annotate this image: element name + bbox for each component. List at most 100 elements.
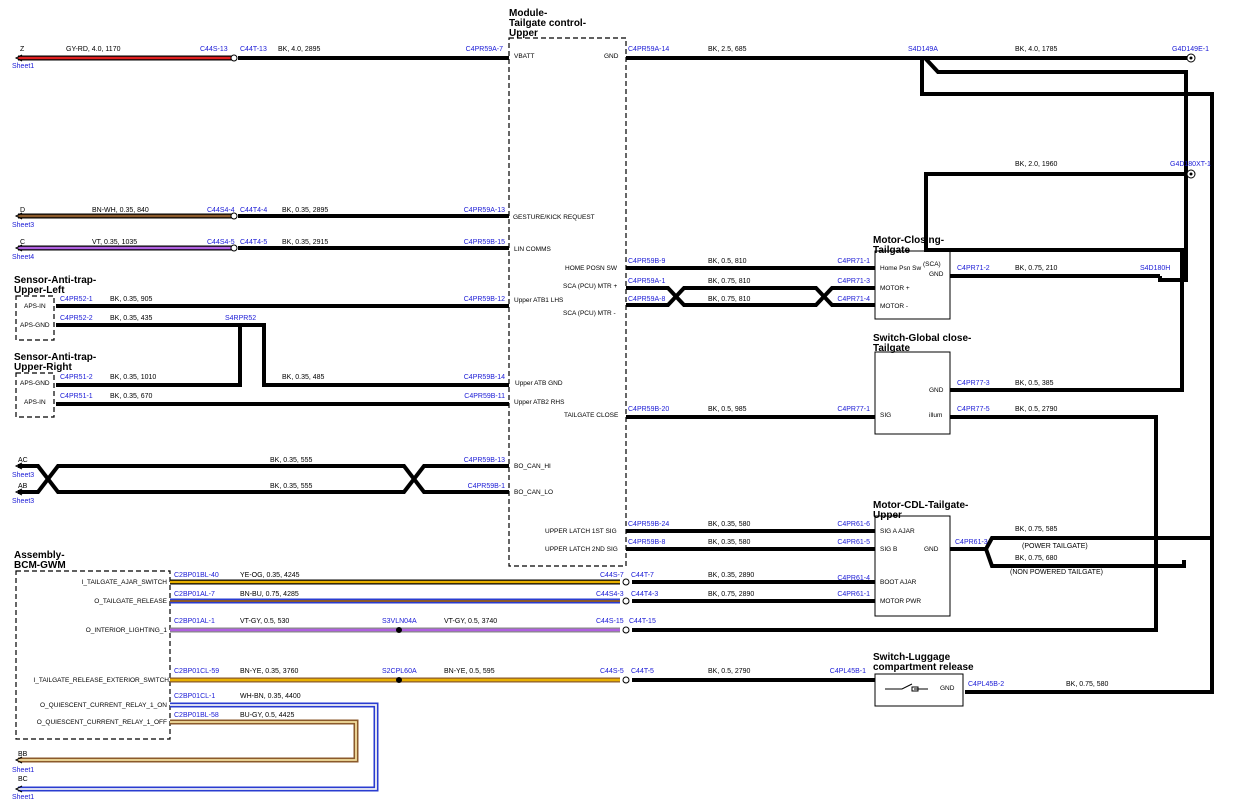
connector-label[interactable]: C4PR59A-7 [466, 46, 503, 53]
wire-label: BK, 0.35, 555 [270, 483, 313, 490]
wire-can-hi [18, 464, 509, 494]
offsheet-arrow-d-icon [14, 212, 23, 220]
connector-label[interactable]: C4PR59A-8 [628, 296, 665, 303]
connector-label[interactable]: C4PR59B-8 [628, 539, 665, 546]
wire-sensor-left-gnd [56, 323, 242, 387]
pin-cdl-siga: SIG A AJAR [880, 528, 915, 535]
wire-label: BK, 0.35, 555 [270, 457, 313, 464]
motor-closing-title-2: Tailgate [873, 245, 910, 256]
connector-label[interactable]: C44S4-5 [207, 239, 235, 246]
connector-label[interactable]: C4PR59A-13 [464, 207, 505, 214]
motor-cdl-title-1: Motor-CDL-Tailgate- [873, 500, 968, 511]
connector-label[interactable]: C4PR61-3 [955, 539, 988, 546]
bcm-title-2: BCM-GWM [14, 560, 66, 571]
connector-label[interactable]: C44S4-4 [207, 207, 235, 214]
connector-label[interactable]: C4PR59B-12 [464, 296, 505, 303]
offsheet-sheet-ac[interactable]: Sheet3 [12, 472, 34, 479]
connector-label[interactable]: C4PR77-3 [957, 380, 990, 387]
connector-label[interactable]: C4PR59A-1 [628, 278, 665, 285]
connector-label[interactable]: C44S-7 [600, 572, 624, 579]
connector-label[interactable]: C2BP01AL-7 [174, 591, 215, 598]
splice-label[interactable]: S3VLN04A [382, 618, 417, 625]
connector-c44t4-4 [230, 212, 238, 220]
splice-label[interactable]: S4D180H [1140, 265, 1170, 272]
wire-label: BK, 0.35, 580 [708, 539, 751, 546]
connector-label[interactable]: C44S-13 [200, 46, 228, 53]
ground-label[interactable]: G4D180XT-1 [1170, 161, 1211, 168]
wire-label: BK, 0.35, 2890 [708, 572, 754, 579]
connector-label[interactable]: C44T4-4 [240, 207, 267, 214]
splice-label[interactable]: S4RPR52 [225, 315, 256, 322]
connector-label[interactable]: C2BP01BL-58 [174, 712, 219, 719]
connector-label[interactable]: C2BP01BL-40 [174, 572, 219, 579]
connector-label[interactable]: C2BP01CL-1 [174, 693, 215, 700]
offsheet-sheet-ab[interactable]: Sheet3 [12, 498, 34, 505]
tailgate-control-module-box [508, 37, 627, 567]
bcm-box [15, 570, 171, 740]
connector-label[interactable]: C4PR77-5 [957, 406, 990, 413]
connector-label[interactable]: C4PR51-2 [60, 374, 93, 381]
connector-label[interactable]: C4PR52-1 [60, 296, 93, 303]
connector-label[interactable]: C44T-15 [629, 618, 656, 625]
switch-luggage-title-1: Switch-Luggage [873, 652, 951, 663]
connector-label[interactable]: C44S-5 [600, 668, 624, 675]
splice-s3vln04a [396, 627, 402, 633]
connector-label[interactable]: C4PR71-1 [837, 258, 870, 265]
pin-mc-home: Home Psn Sw [880, 265, 921, 272]
connector-label[interactable]: C4PR59B-14 [464, 374, 505, 381]
wire-can-lo [18, 464, 509, 494]
wire-label: WH-BN, 0.35, 4400 [240, 693, 301, 700]
connector-label[interactable]: C4PR52-2 [60, 315, 93, 322]
connector-label[interactable]: C4PR61-1 [837, 591, 870, 598]
connector-label[interactable]: C4PR51-1 [60, 393, 93, 400]
offsheet-arrow-bc-icon [14, 785, 23, 793]
connector-label[interactable]: C44S-15 [596, 618, 624, 625]
pin-sca-plus: SCA (PCU) MTR + [563, 283, 618, 290]
offsheet-sheet-z[interactable]: Sheet1 [12, 63, 34, 70]
connector-label[interactable]: C4PL45B-1 [830, 668, 866, 675]
connector-label[interactable]: C4PR71-3 [837, 278, 870, 285]
connector-label[interactable]: C2BP01AL-1 [174, 618, 215, 625]
wire-label: VT, 0.35, 1035 [92, 239, 137, 246]
offsheet-sheet-bb[interactable]: Sheet1 [12, 767, 34, 774]
pin-sg-sig: SIG [880, 412, 891, 419]
connector-label[interactable]: C4PR71-4 [837, 296, 870, 303]
connector-label[interactable]: C4PR59B-1 [468, 483, 505, 490]
connector-label[interactable]: C4PR59B-13 [464, 457, 505, 464]
splice-label[interactable]: S4D149A [908, 46, 938, 53]
connector-label[interactable]: C4PR59B-11 [464, 393, 505, 400]
connector-label[interactable]: C4PR59B-24 [628, 521, 669, 528]
pin-latch1: UPPER LATCH 1ST SIG [545, 528, 617, 535]
connector-label[interactable]: C4PR61-4 [837, 575, 870, 582]
connector-label[interactable]: C44T4-5 [240, 239, 267, 246]
connector-label[interactable]: C4PR59B-9 [628, 258, 665, 265]
wire-label: BU-GY, 0.5, 4425 [240, 712, 294, 719]
offsheet-sheet-bc[interactable]: Sheet1 [12, 794, 34, 801]
switch-global-title-2: Tailgate [873, 343, 910, 354]
connector-label[interactable]: C4PR61-5 [837, 539, 870, 546]
connector-label[interactable]: C4PR59B-20 [628, 406, 669, 413]
pin-mc-mminus: MOTOR - [880, 303, 908, 310]
connector-label[interactable]: C44T4-3 [631, 591, 658, 598]
connector-label[interactable]: C44S4-3 [596, 591, 624, 598]
connector-label[interactable]: C4PR71-2 [957, 265, 990, 272]
offsheet-sheet-d[interactable]: Sheet3 [12, 222, 34, 229]
wire-label: VT-GY, 0.5, 3740 [444, 618, 497, 625]
connector-c44-5 [622, 676, 630, 684]
splice-label[interactable]: S2CPL60A [382, 668, 417, 675]
wire-gnd-branch-2 [923, 56, 1188, 282]
connector-label[interactable]: C44T-13 [240, 46, 267, 53]
pin-mc-gnd: GND [929, 271, 944, 278]
connector-label[interactable]: C2BP01CL-59 [174, 668, 219, 675]
connector-label[interactable]: C4PR59B-15 [464, 239, 505, 246]
ground-label[interactable]: G4D149E-1 [1172, 46, 1209, 53]
connector-label[interactable]: C44T-5 [631, 668, 654, 675]
wire-label: BK, 0.35, 670 [110, 393, 153, 400]
connector-label[interactable]: C44T-7 [631, 572, 654, 579]
offsheet-sheet-c[interactable]: Sheet4 [12, 254, 34, 261]
connector-label[interactable]: C4PL45B-2 [968, 681, 1004, 688]
connector-label[interactable]: C4PR77-1 [837, 406, 870, 413]
pin-cdl-gnd: GND [924, 546, 939, 553]
connector-label[interactable]: C4PR61-6 [837, 521, 870, 528]
connector-label[interactable]: C4PR59A-14 [628, 46, 669, 53]
